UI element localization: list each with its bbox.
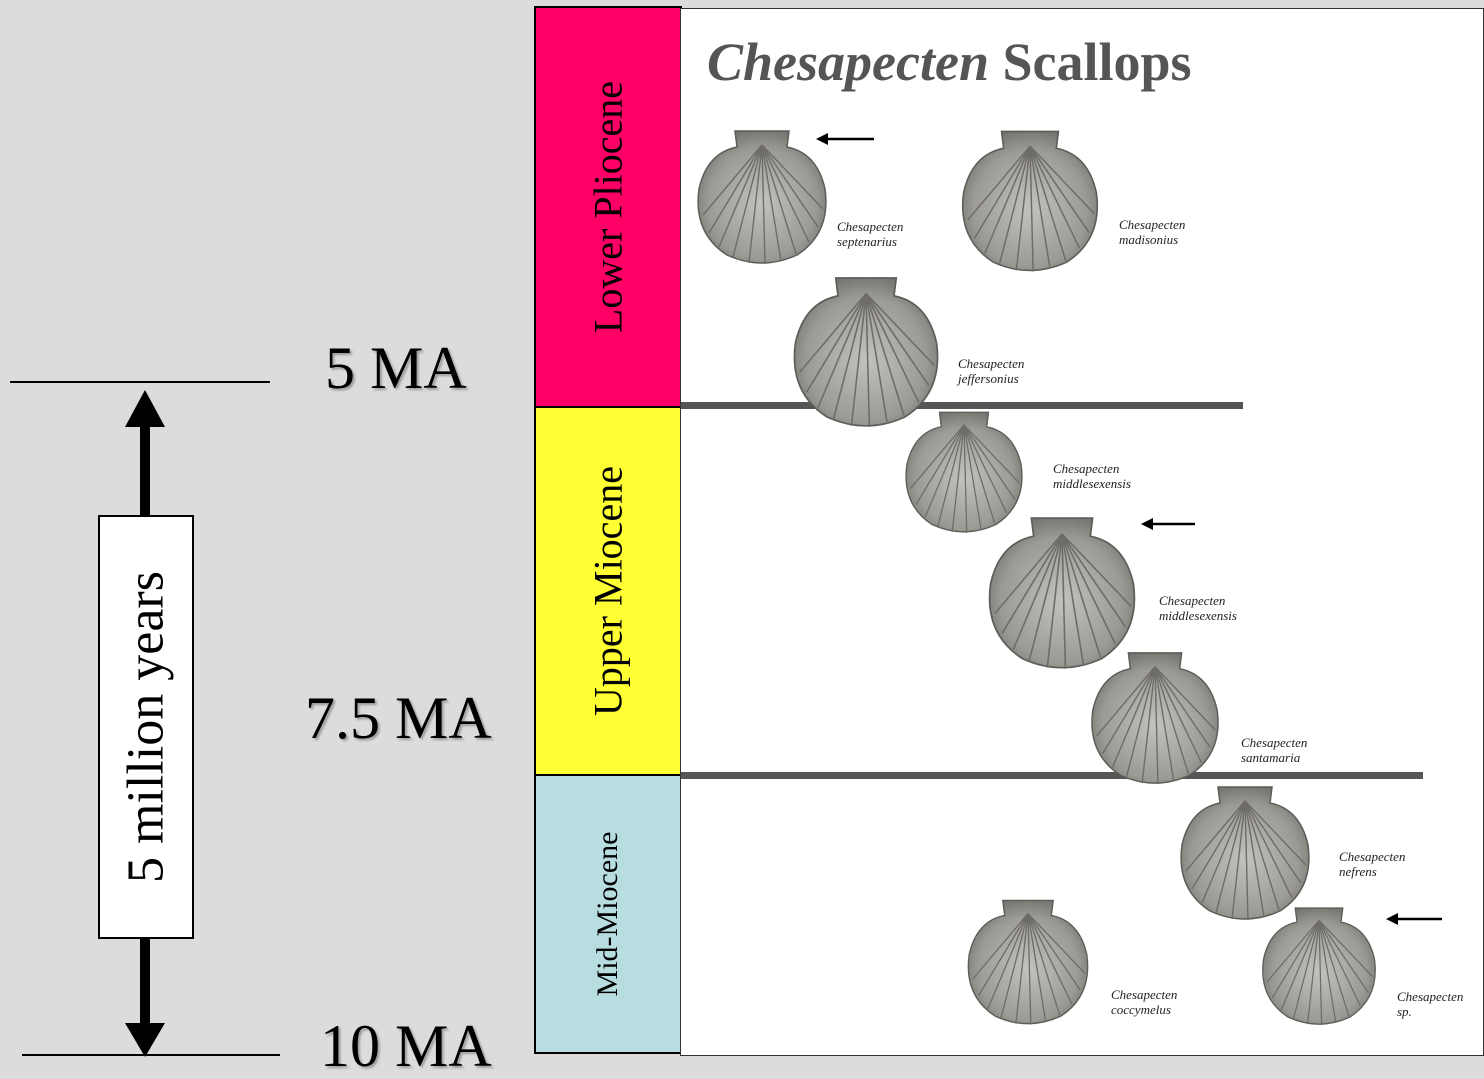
boundary-line-upper-mid-miocene <box>681 772 1423 779</box>
panel-title-rest: Scallops <box>989 32 1192 92</box>
panel-title: Chesapecten Scallops <box>707 31 1192 93</box>
scallop-shell-icon <box>1255 901 1383 1033</box>
scallop-shell-icon <box>1081 645 1229 793</box>
scallop-shell-icon <box>967 893 1089 1033</box>
panel-title-genus: Chesapecten <box>707 32 989 92</box>
epoch-label-lower-pliocene: Lower Pliocene <box>585 81 632 333</box>
epoch-upper-miocene: Upper Miocene <box>534 406 682 776</box>
time-line-5ma <box>10 381 270 383</box>
label-10-ma: 10 MA <box>320 1016 492 1076</box>
span-label-box: 5 million years <box>98 515 194 939</box>
left-arrow-icon <box>1386 911 1444 927</box>
scallop-shell-icon <box>947 123 1113 281</box>
epoch-mid-miocene: Mid-Miocene <box>534 774 682 1054</box>
left-arrow-icon <box>816 131 876 147</box>
epoch-lower-pliocene: Lower Pliocene <box>534 6 682 408</box>
span-label: 5 million years <box>117 571 176 883</box>
label-7-5-ma: 7.5 MA <box>305 688 492 748</box>
scallop-shell-icon <box>689 123 835 273</box>
left-arrow-icon <box>1141 516 1197 532</box>
epoch-label-mid-miocene: Mid-Miocene <box>591 832 625 997</box>
label-5-ma: 5 MA <box>325 338 467 398</box>
epoch-label-upper-miocene: Upper Miocene <box>585 466 632 716</box>
